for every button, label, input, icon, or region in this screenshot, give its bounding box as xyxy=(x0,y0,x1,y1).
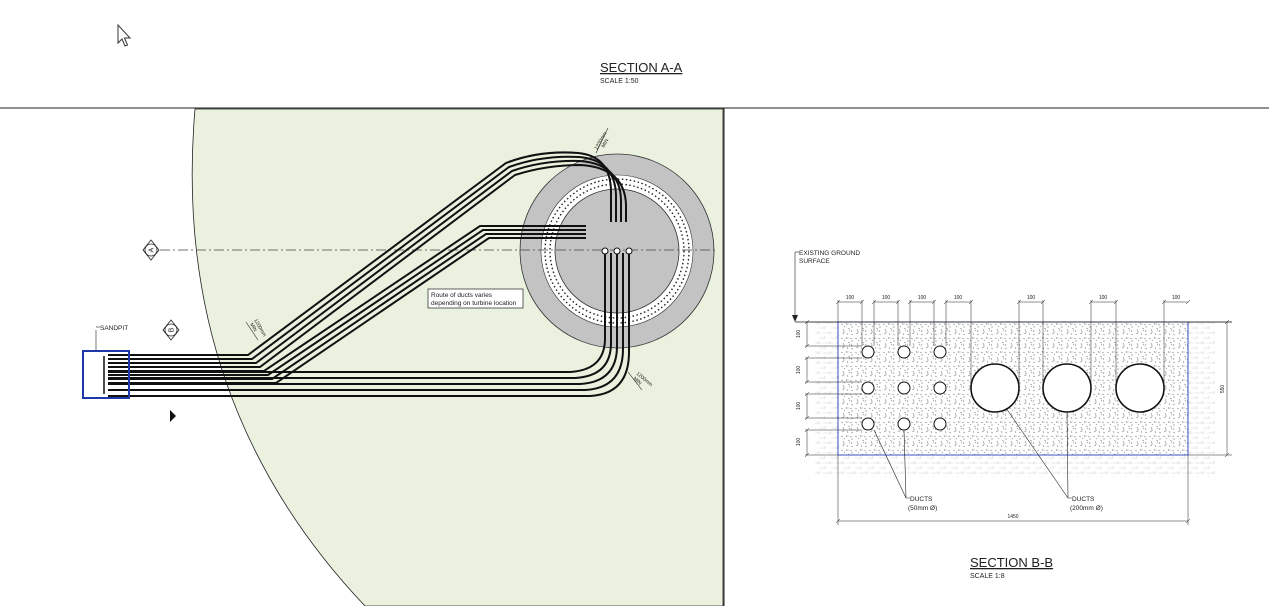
small-duct xyxy=(861,381,875,395)
large-duct xyxy=(970,363,1020,413)
height-dim: 550 xyxy=(1220,385,1226,394)
small-ducts-label-2: (50mm Ø) xyxy=(908,505,937,512)
section-b-heading: SECTION B-B SCALE 1:8 xyxy=(970,555,1053,580)
top-dim-6: 100 xyxy=(1099,295,1108,301)
top-dim-3: 100 xyxy=(918,295,927,301)
small-duct xyxy=(861,417,875,431)
small-duct xyxy=(861,345,875,359)
bend-radius-left-line-2: MIN xyxy=(248,322,258,333)
bend-radius-right-line-2: MIN xyxy=(632,376,643,387)
small-ducts xyxy=(861,345,947,431)
duct-bundle-lower xyxy=(108,253,630,397)
section-marker-b-arrow xyxy=(170,410,176,422)
ground-surface-label: EXISTING GROUND SURFACE xyxy=(792,250,860,322)
sandpit-label: SANDPIT xyxy=(100,325,128,332)
large-duct xyxy=(1042,363,1092,413)
top-dim-5: 100 xyxy=(1027,295,1036,301)
large-duct xyxy=(1115,363,1165,413)
section-a-scale: SCALE 1:50 xyxy=(600,78,639,85)
large-ducts-label-1: DUCTS xyxy=(1072,496,1095,503)
section-a-heading: SECTION A-A SCALE 1:50 xyxy=(600,60,683,85)
left-dim-3: 100 xyxy=(796,402,802,411)
top-dim-7: 100 xyxy=(1172,295,1181,301)
top-dim-4: 100 xyxy=(954,295,963,301)
small-duct xyxy=(933,417,947,431)
left-dim-2: 100 xyxy=(796,366,802,375)
section-b-scale: SCALE 1:8 xyxy=(970,573,1005,580)
ground-label-line-1: EXISTING GROUND xyxy=(799,250,860,257)
left-dim-4: 100 xyxy=(796,438,802,447)
section-b-title: SECTION B-B xyxy=(970,555,1053,570)
large-ducts xyxy=(970,363,1165,413)
duct-bundle-upper xyxy=(108,151,627,368)
section-marker-a-letter: A xyxy=(149,247,156,252)
left-dimensions xyxy=(804,319,862,458)
mouse-cursor-icon xyxy=(117,23,132,47)
route-note-line-2: depending on turbine location xyxy=(431,300,517,307)
section-marker-a: A xyxy=(142,239,160,261)
top-dim-2: 100 xyxy=(882,295,891,301)
section-a-title: SECTION A-A xyxy=(600,60,683,75)
width-dim: 1450 xyxy=(1007,514,1018,520)
height-dimension xyxy=(1188,319,1232,458)
large-ducts-callout xyxy=(1005,407,1072,499)
sandpit: SANDPIT xyxy=(82,325,130,399)
duct-end-caps xyxy=(601,247,633,255)
small-duct xyxy=(897,417,911,431)
width-dimension xyxy=(835,455,1191,525)
left-dim-1: 100 xyxy=(796,330,802,339)
small-duct xyxy=(933,345,947,359)
small-duct xyxy=(897,345,911,359)
large-ducts-label-2: (200mm Ø) xyxy=(1070,505,1103,512)
ground-label-line-2: SURFACE xyxy=(799,258,830,265)
small-duct xyxy=(897,381,911,395)
top-dimensions xyxy=(835,299,1191,388)
route-note-line-1: Route of ducts varies xyxy=(431,292,493,299)
sandpit-box xyxy=(82,350,130,399)
section-marker-b: B xyxy=(162,319,180,341)
section-marker-b-letter: B xyxy=(169,327,176,332)
top-dim-1: 100 xyxy=(846,295,855,301)
section-b-view: EXISTING GROUND SURFACE 100 100 100 xyxy=(792,250,1232,580)
route-note-box: Route of ducts varies depending on turbi… xyxy=(427,288,524,309)
small-duct xyxy=(933,381,947,395)
small-ducts-callout xyxy=(873,429,910,499)
plan-view: A B xyxy=(82,108,724,606)
small-ducts-label-1: DUCTS xyxy=(910,496,933,503)
bend-radius-top-line-2: MIN xyxy=(601,138,611,149)
